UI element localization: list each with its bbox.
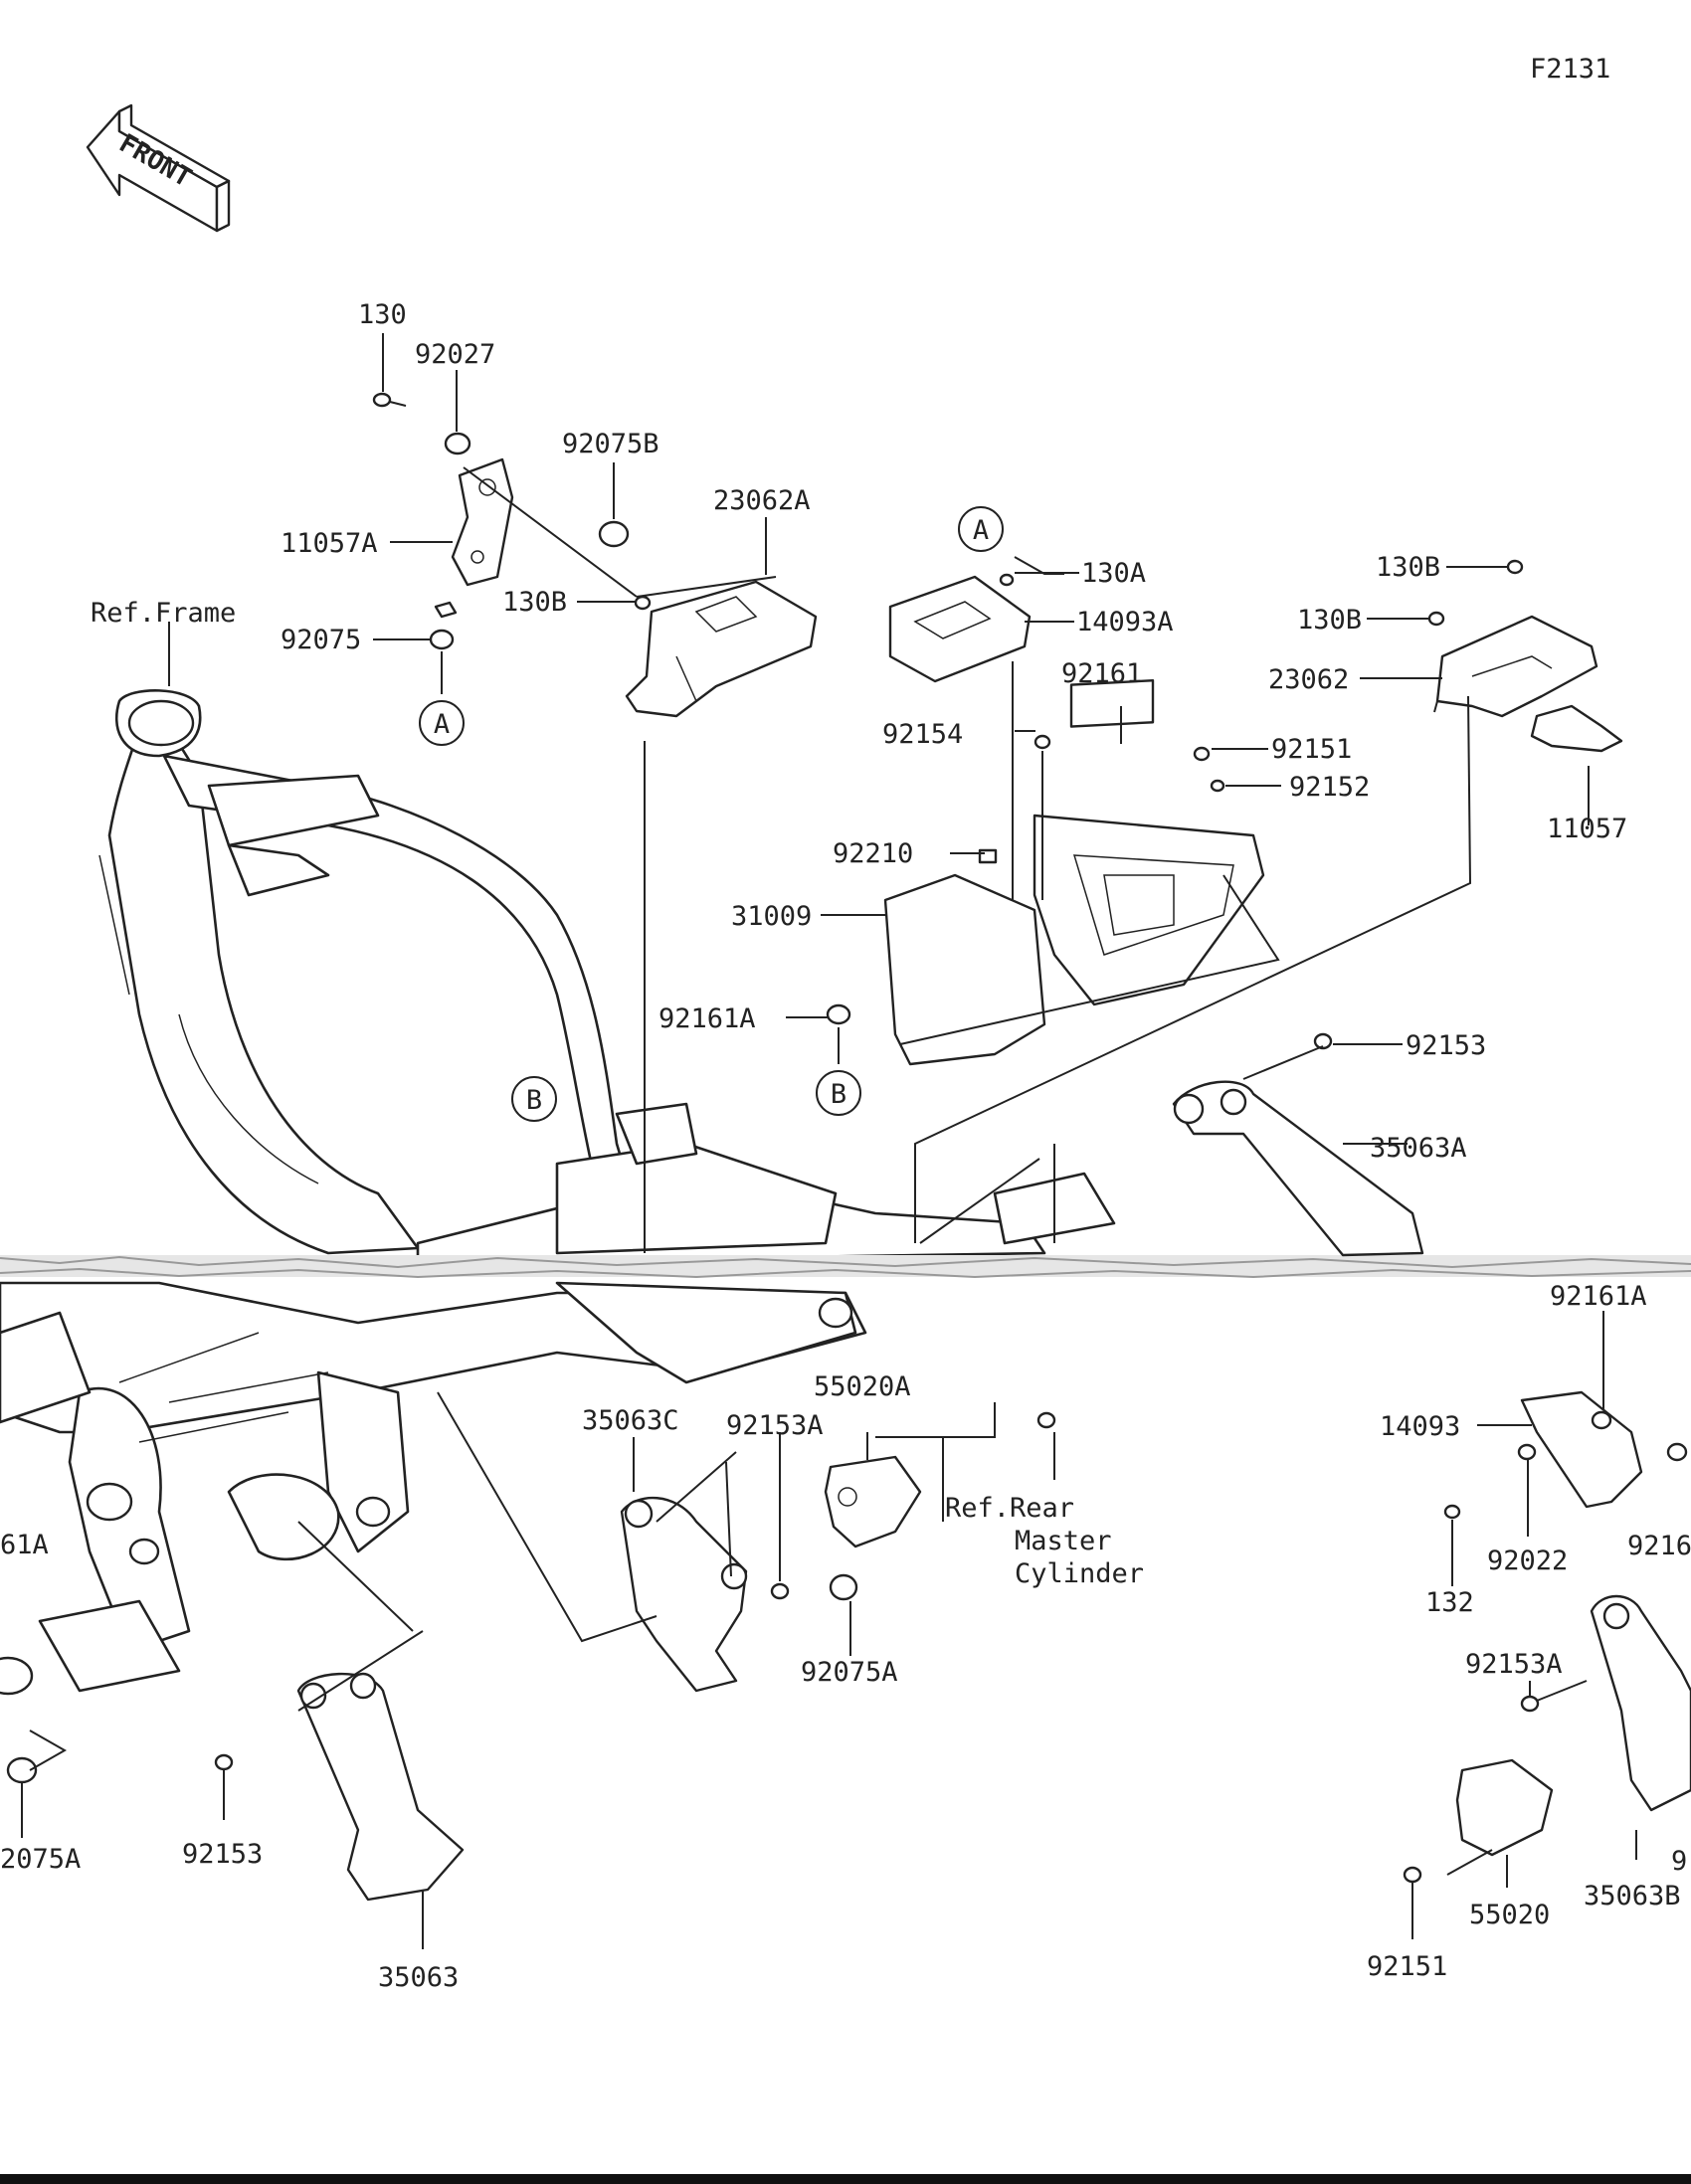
- bolt-92153a-left: [770, 1582, 790, 1600]
- leader-lines: [21, 333, 1637, 1949]
- label-23062: 23062: [1268, 664, 1349, 695]
- heel-guard-55020: [1455, 1758, 1554, 1857]
- figure-code: F2131: [1530, 54, 1610, 85]
- label-132: 132: [1425, 1587, 1474, 1618]
- bolt-130a: [999, 573, 1015, 587]
- label-92075: 92075: [281, 625, 361, 655]
- label-callout-a-right: A: [973, 515, 989, 546]
- collar-92027: [444, 432, 471, 455]
- label-14093a: 14093A: [1076, 607, 1174, 637]
- label-2075a: 2075A: [0, 1844, 81, 1875]
- bolt-130b-top: [1506, 559, 1524, 575]
- bracket-11057a: [451, 457, 514, 587]
- label-35063: 35063: [378, 1962, 459, 1993]
- svg-text:A: A: [434, 709, 450, 740]
- main-frame-upper: [98, 689, 1116, 1265]
- collar-92161a-lower: [1591, 1410, 1612, 1430]
- bolt-92153-left: [214, 1753, 234, 1771]
- label-9216-right: 9216: [1627, 1531, 1691, 1561]
- nut-92152: [1210, 779, 1225, 793]
- label-92075a-mid: 92075A: [801, 1657, 898, 1688]
- grommet-92075a-mid: [829, 1573, 858, 1601]
- bolt-130: [372, 392, 392, 408]
- collar-9216-right: [1666, 1442, 1688, 1462]
- footrest-bracket-35063: [296, 1672, 465, 1902]
- label-130: 130: [358, 299, 407, 330]
- bolt-92153-upper: [1313, 1032, 1333, 1050]
- label-35063a: 35063A: [1370, 1133, 1467, 1164]
- bolt-master-cylinder: [1036, 1411, 1056, 1429]
- footrest-bracket-35063c: [620, 1496, 748, 1693]
- callout-a-right: [958, 506, 1004, 552]
- main-frame-lower: [0, 1281, 867, 1696]
- bolt-92151: [1193, 746, 1211, 762]
- bracket-23062a: [625, 580, 818, 718]
- bottom-rule: [0, 2174, 1691, 2184]
- label-ref-rear: Ref.Rear: [945, 1493, 1074, 1524]
- label-130b-top: 130B: [1376, 552, 1440, 583]
- label-55020: 55020: [1469, 1900, 1550, 1930]
- label-92161a-lower: 92161A: [1550, 1281, 1647, 1312]
- bolt-92151-lower: [1403, 1866, 1422, 1884]
- torn-edge: [0, 1255, 1691, 1279]
- label-92154: 92154: [882, 719, 963, 750]
- label-92022: 92022: [1487, 1546, 1568, 1576]
- label-92210: 92210: [833, 838, 913, 869]
- bolt-132: [1443, 1504, 1461, 1520]
- side-cover-14093: [1520, 1390, 1643, 1509]
- grommet-92075b: [598, 520, 630, 548]
- bracket-11057: [1530, 704, 1623, 753]
- washer-92022: [1517, 1443, 1537, 1461]
- label-130b-left: 130B: [502, 587, 567, 618]
- label-callout-b-left: B: [526, 1085, 542, 1116]
- label-92153a-left: 92153A: [726, 1410, 824, 1441]
- label-130b-right: 130B: [1297, 605, 1362, 636]
- collar-92161a-upper: [826, 1003, 851, 1025]
- label-92153-upper: 92153: [1406, 1030, 1486, 1061]
- label-92027: 92027: [415, 339, 495, 370]
- label-92153a-right: 92153A: [1465, 1649, 1563, 1680]
- label-130a: 130A: [1081, 558, 1146, 589]
- bolt-130b-right: [1427, 611, 1445, 627]
- callout-b-mid: B: [816, 1070, 861, 1116]
- label-92161: 92161: [1061, 658, 1142, 689]
- callout-b-left: [511, 1076, 557, 1122]
- label-23062a: 23062A: [713, 485, 811, 516]
- label-14093: 14093: [1380, 1411, 1460, 1442]
- callout-a-left: A: [419, 700, 465, 746]
- label-cylinder: Cylinder: [1015, 1558, 1144, 1589]
- label-92151-lower: 92151: [1367, 1951, 1447, 1982]
- label-92152: 92152: [1289, 772, 1370, 803]
- label-11057a: 11057A: [281, 528, 378, 559]
- footrest-bracket-35063a: [1172, 1080, 1424, 1257]
- clip-92210: [978, 848, 998, 864]
- bolt-92154: [1033, 734, 1051, 750]
- heel-guard-55020a: [824, 1455, 922, 1548]
- bracket-23062: [1435, 615, 1598, 718]
- bolt-92153a-right: [1520, 1695, 1540, 1713]
- label-61a: 61A: [0, 1530, 49, 1560]
- label-master: Master: [1015, 1526, 1112, 1556]
- grommet-92075: [429, 629, 455, 650]
- battery-cover-14093a: [888, 575, 1032, 683]
- label-55020a: 55020A: [814, 1371, 911, 1402]
- label-92153-left: 92153: [182, 1839, 263, 1870]
- label-92161a-upper: 92161A: [658, 1003, 756, 1034]
- label-92075b: 92075B: [562, 429, 659, 459]
- label-ref-frame: Ref.Frame: [91, 598, 236, 629]
- footrest-bracket-35063b: [1590, 1594, 1691, 1812]
- label-31009: 31009: [731, 901, 812, 932]
- bolt-130b-left: [634, 595, 652, 611]
- svg-text:B: B: [831, 1079, 846, 1110]
- part-labels: 130 92027 92075B 23062A 11057A Ref.Frame…: [0, 299, 1691, 1993]
- battery-case-31009: [883, 814, 1265, 1066]
- label-11057: 11057: [1547, 814, 1627, 844]
- label-35063b: 35063B: [1584, 1881, 1681, 1911]
- label-92151: 92151: [1271, 734, 1352, 765]
- front-arrow-icon: FRONT: [86, 103, 231, 233]
- label-35063c: 35063C: [582, 1405, 679, 1436]
- battery-pad-92161: [1069, 679, 1155, 728]
- label-9-right: 9: [1671, 1846, 1687, 1877]
